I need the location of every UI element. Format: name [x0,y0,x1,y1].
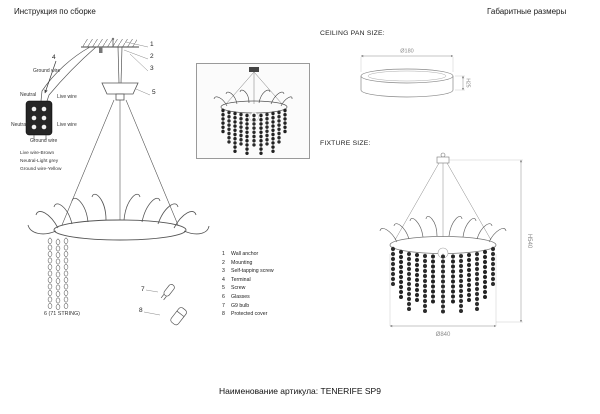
parts-list-item: 6 Glasses [222,293,274,302]
parts-list-item: 8 Protected cover [222,310,274,319]
callout-4: 4 [52,54,56,61]
pan-diameter-label: Ø180 [400,49,413,55]
page-title-left: Инструкция по сборке [14,7,96,16]
legend-live-wire: Live wire-Brown [20,151,55,156]
parts-list-item: 1 Wall anchor [222,250,274,259]
pan-body [360,68,454,98]
inset-wires [225,71,283,105]
part-number: 4 [222,276,225,283]
label-live-wire-left: Live wire [57,122,77,128]
terminal-block [25,100,53,136]
part-label: Wall anchor [231,251,259,257]
callout-8: 8 [139,307,143,314]
part-label: Screw [231,285,246,292]
callout-5: 5 [152,89,156,96]
label-neutral-left: Neutral [11,122,28,128]
callout-3: 3 [150,65,154,72]
part-number: 5 [222,285,225,292]
protected-cover-drawing [143,307,187,326]
parts-list: 1 Wall anchor 2 Mounting 3 Self-tapping scr… [222,250,274,319]
fixture-height-label: H540 [526,234,532,249]
inset-chandelier-svg [213,67,293,156]
label-neutral-top: Neutral [20,92,37,98]
wiring-diagram [25,46,97,140]
pan-height-label: H25 [465,78,471,87]
parts-list-item: 2 Mounting [222,259,274,268]
legend-neutral: Neutral-Light grey [20,159,59,164]
glass-strings [47,236,69,310]
terminal-arrow [44,60,57,94]
ceiling-hatch [81,39,139,48]
label-ground-wire-bottom: Ground wire [30,138,58,144]
fixture-hook [440,152,446,158]
fixture-canopy [436,156,450,164]
g9-bulb-drawing [145,284,175,301]
fixture-arms [379,216,507,243]
article-name: Наименование артикула: TENERIFE SP9 [219,386,381,396]
suspension-wires [117,46,123,84]
label-ground-wire-top: Ground wire [33,68,61,74]
part-label: Self-tapping screw [231,268,274,275]
parts-list-item: 7 G9 bulb [222,302,274,311]
chandelier-ring [53,219,187,241]
part-number: 8 [222,311,225,318]
fixture-size-title: FIXTURE SIZE: [320,140,371,147]
part-number: 2 [222,259,225,266]
ceiling-pan-size-title: CEILING PAN SIZE: [320,30,385,37]
hanging-wires [61,99,179,226]
callout-7: 7 [141,286,145,293]
part-number: 3 [222,268,225,275]
part-label: Terminal [231,276,251,283]
fixture-wires [394,162,492,241]
fixture-bead-strings [390,245,496,314]
ceiling-pan-svg: Ø180 H25 [360,49,471,98]
part-label: Mounting [231,259,253,266]
fixture-svg: Ø840 H540 [379,152,532,338]
page-title-right: Габаритные размеры [487,7,567,16]
decorative-arms [27,193,210,235]
legend-ground-wire: Ground wire-Yellow [20,167,62,172]
inset-arms [213,89,293,107]
callout-2: 2 [150,53,154,60]
part-number: 7 [222,302,225,309]
inset-bead-strings [220,107,288,156]
inset-canopy [249,67,259,72]
part-number: 6 [222,293,225,300]
product-photo-inset [196,63,310,159]
callout-1: 1 [150,41,154,48]
assembly-diagram-svg [25,37,210,326]
callout-leaders [123,41,151,96]
fixture-diameter-label: Ø840 [436,332,451,338]
parts-list-item: 4 Terminal [222,276,274,285]
terminal-holes [31,106,47,130]
part-number: 1 [222,251,225,257]
part-label: Glasses [231,293,250,300]
fixture-extension-lines [389,159,523,326]
parts-list-item: 5 Screw [222,284,274,293]
label-live-wire-top: Live wire [57,94,77,100]
part-label: Protected cover [231,311,268,318]
part-label: G9 bulb [231,302,250,309]
parts-list-item: 3 Self-tapping screw [222,267,274,276]
callout-6-string-label: 6 (71 STRING) [44,311,80,317]
anchor-parts [99,37,115,53]
canopy [101,82,139,101]
